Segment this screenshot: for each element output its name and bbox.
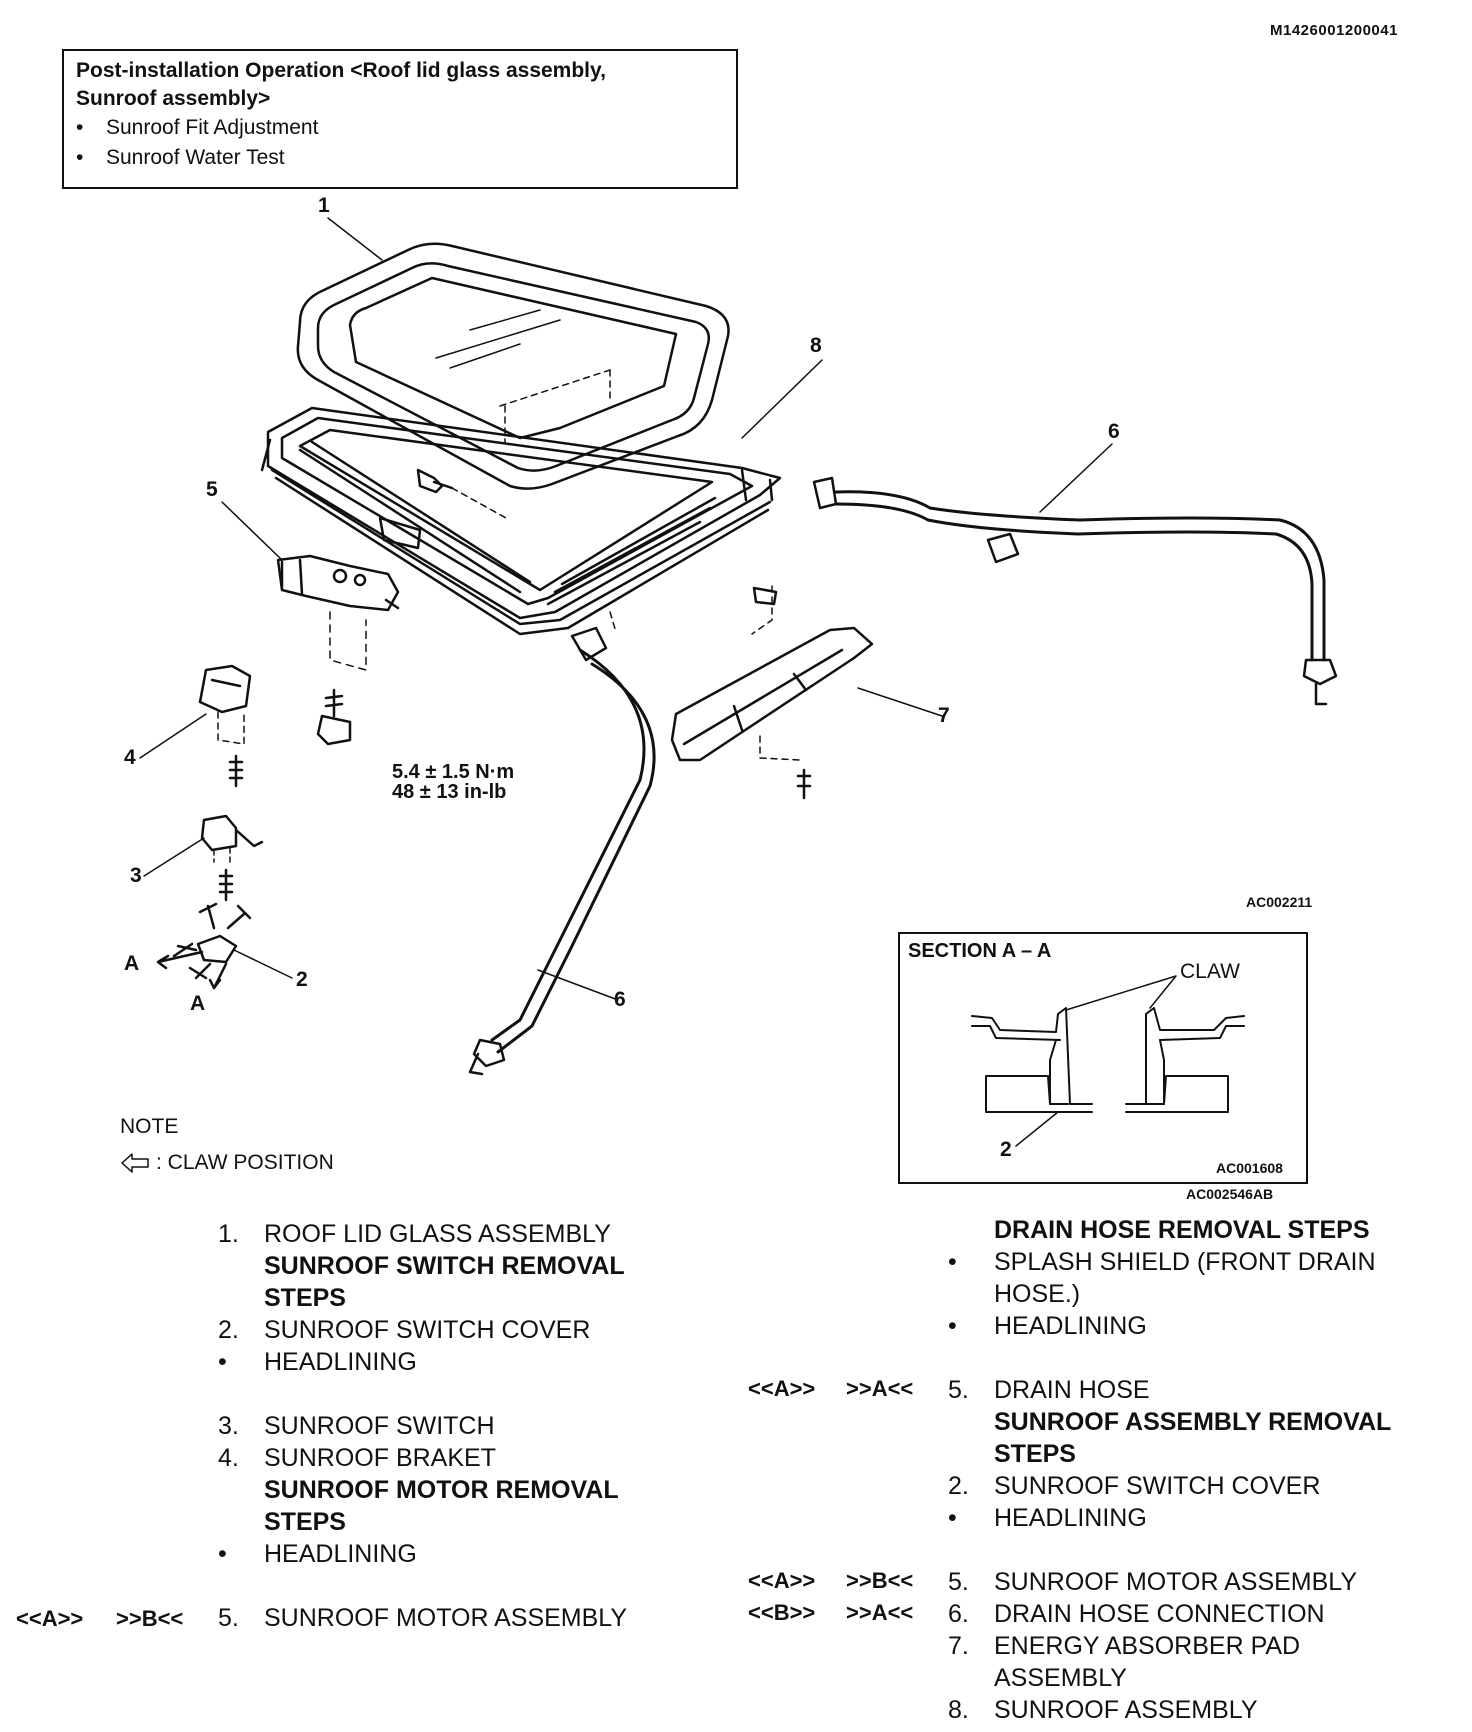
torque-metric: 5.4 ± 1.5 N·m [392,761,515,783]
callout-5: 5 [206,478,218,501]
torque-imperial: 48 ± 13 in-lb [392,781,507,803]
note-legend: : CLAW POSITION [156,1151,334,1174]
roof-lid-glass [296,242,730,490]
section-mark-a-left: A [124,952,140,975]
post-installation-box: Post-installation Operation <Roof lid gl… [62,49,738,189]
section-mark-a-bottom: A [190,992,206,1015]
section-view-drawing [971,975,1245,1147]
post-installation-item: •Sunroof Fit Adjustment [76,116,319,139]
figure-id-section: AC001608 [1216,1160,1283,1176]
left-steps-list: 1.ROOF LID GLASS ASSEMBLY SUNROOF SWITCH… [218,1220,628,1632]
callout-7: 7 [938,704,950,727]
callout-6-rear: 6 [1108,420,1120,443]
figure-id-main: AC002211 [1246,894,1313,910]
callout-6-front: 6 [614,988,626,1011]
torque-spec: 5.4 ± 1.5 N·m 48 ± 13 in-lb [392,762,514,802]
callout-2: 2 [296,968,308,991]
step-code: <<A>> [748,1568,816,1593]
post-installation-title-1: Post-installation Operation <Roof lid gl… [76,59,606,82]
step-code: >>B<< [116,1606,184,1631]
document-id: M1426001200041 [1270,22,1398,39]
step-code: <<A>> [16,1606,84,1631]
callout-4: 4 [124,746,136,769]
post-installation-title-2: Sunroof assembly> [76,87,271,110]
post-installation-item: •Sunroof Water Test [76,146,285,169]
callout-8: 8 [810,334,822,357]
step-code: >>B<< [846,1568,914,1593]
sunroof-assembly-frame [260,406,782,636]
section-part-label: 2 [1000,1138,1012,1161]
callout-3: 3 [130,864,142,887]
figure-id-overall: AC002546AB [1186,1186,1274,1202]
note-title: NOTE [120,1115,179,1138]
step-code: <<A>> [748,1376,816,1401]
step-code: <<B>> [748,1600,816,1625]
step-code: >>A<< [846,1600,914,1625]
claw-label: CLAW [1180,960,1240,983]
right-steps-list: DRAIN HOSE REMOVAL STEPS •SPLASH SHIELD … [948,1216,1392,1724]
step-code: >>A<< [846,1376,914,1401]
section-title: SECTION A – A [908,940,1052,962]
sunroof-motor [276,554,400,612]
callout-1: 1 [318,194,330,217]
section-a-a-box: SECTION A – A CLAW 2 AC001608 [898,932,1308,1184]
